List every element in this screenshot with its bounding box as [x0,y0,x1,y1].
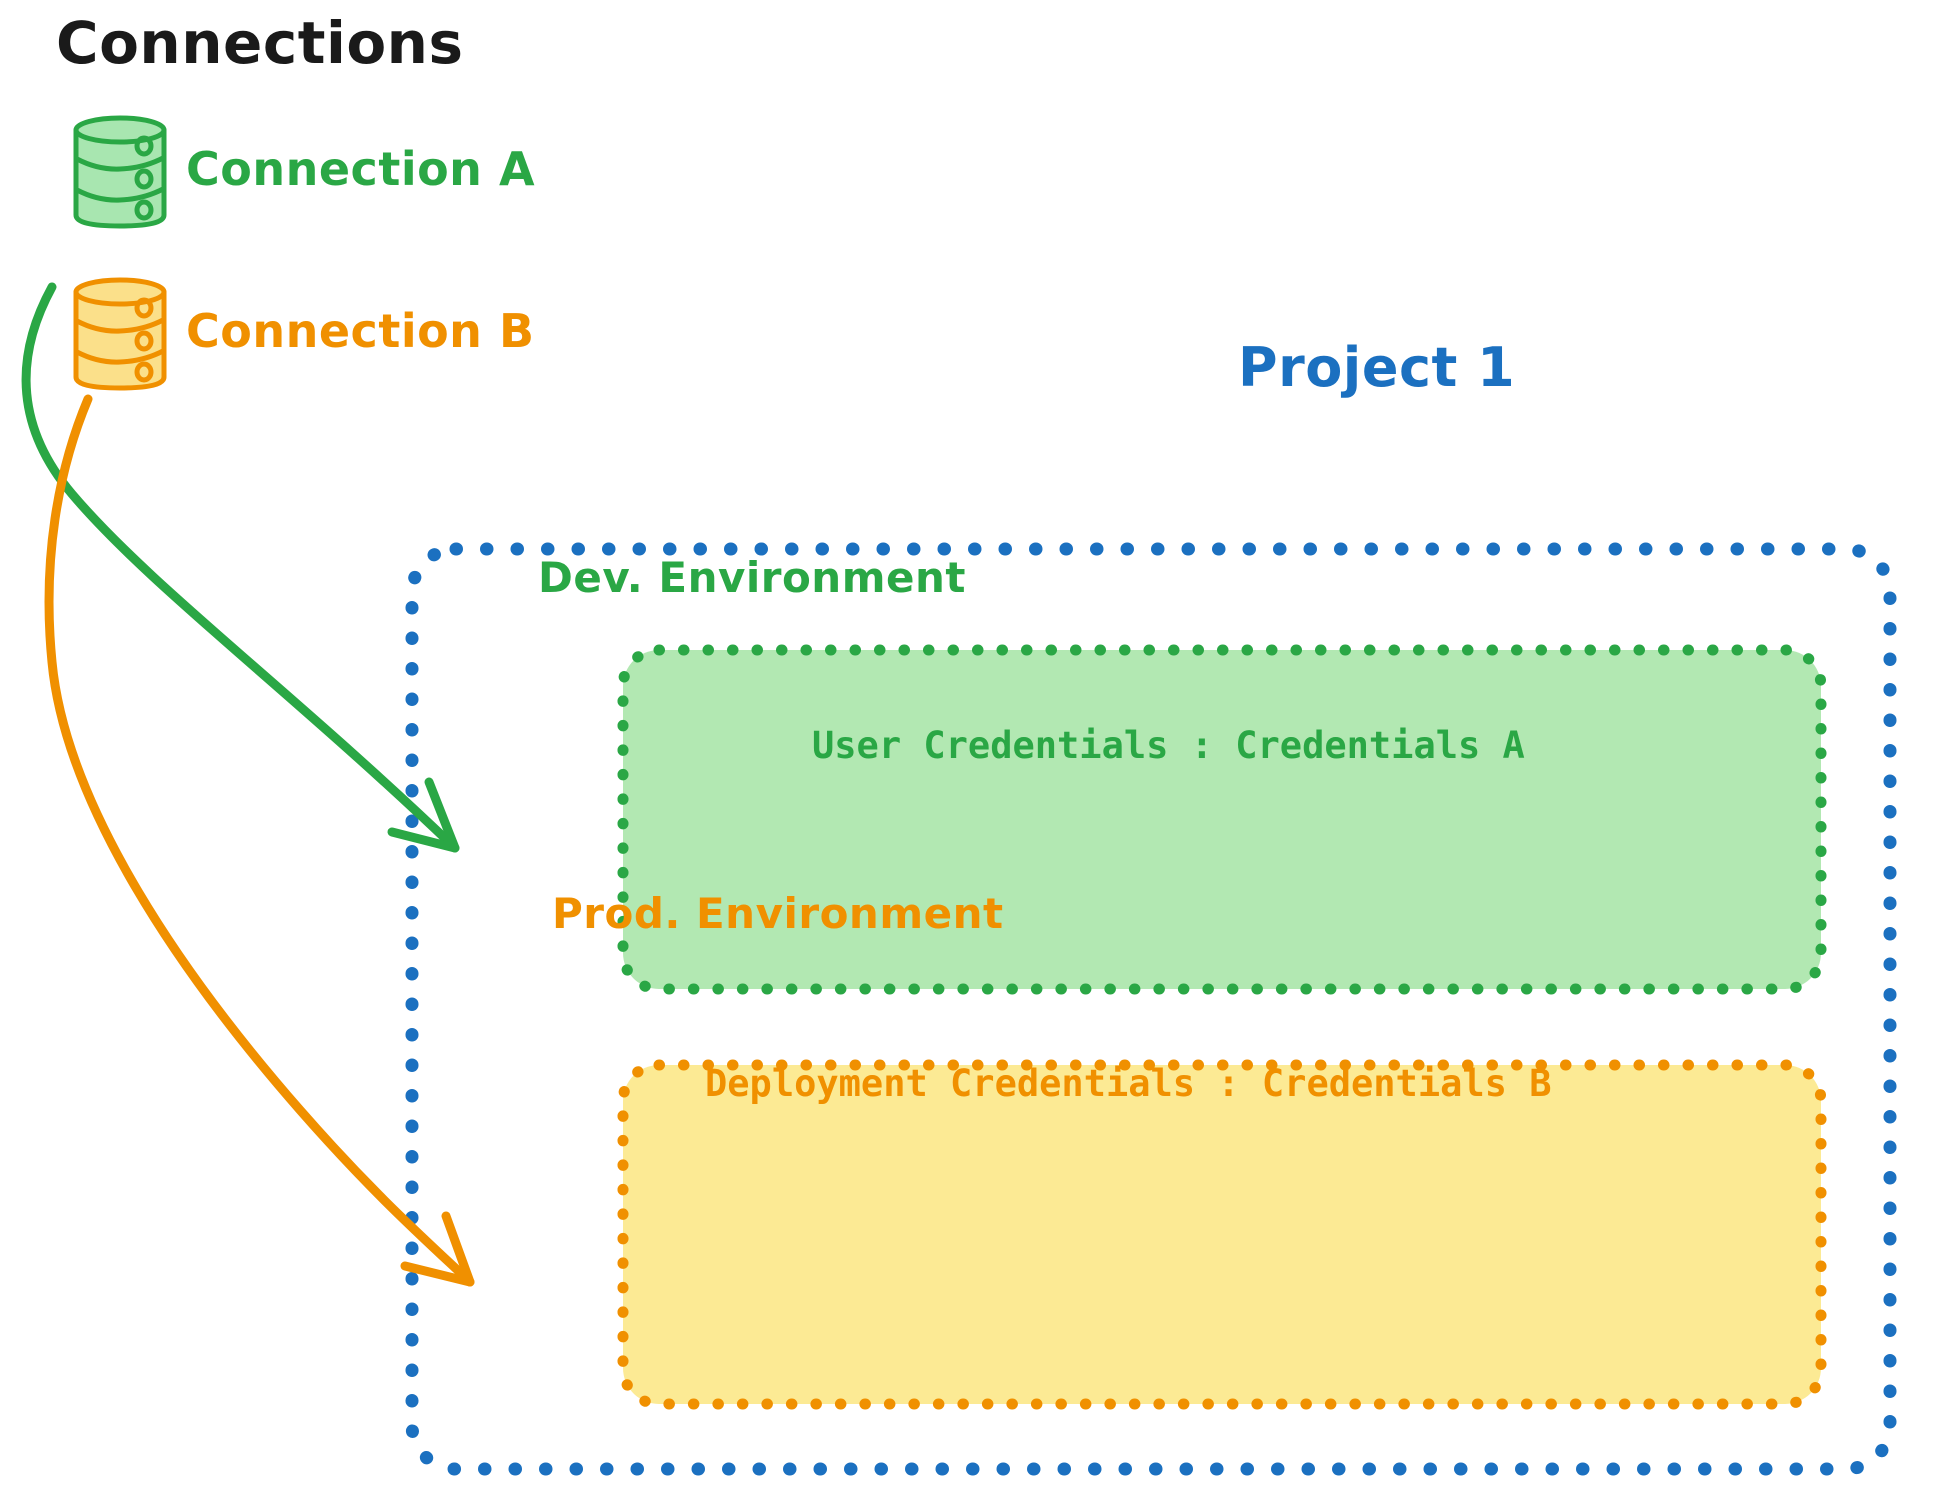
page-title: Connections [56,9,464,77]
dev-environment-box[interactable] [623,650,1821,989]
prod-environment-border [617,1059,1827,1410]
database-icon-connection-a[interactable] [68,112,172,232]
prod-environment-title: Prod. Environment [552,889,1004,938]
dev-environment-credentials: User Credentials : Credentials A [812,724,1525,767]
database-icon [73,115,167,229]
arrow-connection-a-to-dev [21,282,460,853]
connection-b-label: Connection B [186,304,535,358]
prod-environment-credentials: Deployment Credentials : Credentials B [705,1062,1552,1105]
project-container-border [405,542,1897,1476]
database-icon [73,277,167,391]
dev-environment-title: Dev. Environment [538,553,966,602]
arrow-connection-b-to-prod [44,394,475,1287]
connection-a-label: Connection A [186,142,536,196]
database-icon-connection-b[interactable] [68,274,172,394]
prod-environment-box[interactable] [623,1065,1821,1404]
project-title: Project 1 [1238,336,1516,399]
dev-environment-border [617,644,1827,995]
